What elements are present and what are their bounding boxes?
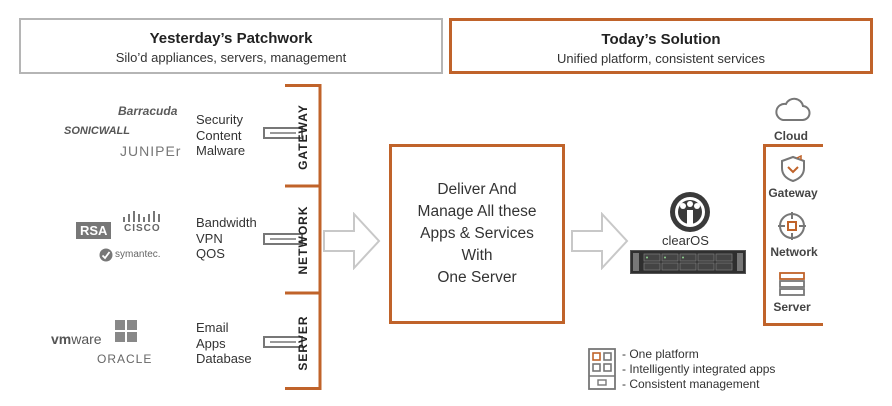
rsa-text: RSA [80,223,108,238]
gateway-services: Security Content Malware [196,112,245,159]
center-line: Deliver And [437,181,517,198]
symantec-logo: symantec. [115,249,161,260]
service-item: Security [196,112,243,127]
header-right-title: Today’s Solution [601,31,721,48]
network-icon [778,212,806,240]
service-item: QOS [196,246,225,261]
sonicwall-logo: SONICWALL [64,125,130,137]
symantec-text: symantec. [115,249,161,260]
vmware-logo: vmware [51,331,102,347]
platform-grid-icon [588,348,616,390]
header-left-box: Yesterday’s Patchwork Silo’d appliances,… [19,18,443,74]
service-item: Content [196,127,242,143]
group-label-network: NETWORK [296,205,310,275]
cisco-bars-icon [123,211,160,222]
gateway-label: Gateway [768,186,818,200]
network-label: Network [770,245,818,259]
group-label-gateway: GATEWAY [296,104,310,170]
barracuda-logo: Barracuda [118,104,177,118]
header-right-box: Today’s Solution Unified platform, consi… [449,18,873,74]
legend-item: - Consistent management [622,377,760,391]
center-line: With [461,247,493,264]
group-label-server: SERVER [296,315,310,371]
legend-item: - One platform [622,347,699,361]
brand-name: clearOS [662,233,709,248]
rsa-logo: RSA [76,222,112,239]
rack-server-icon [630,250,746,274]
center-line: Manage All these [417,203,537,220]
server-services: Email Apps Database [196,320,252,367]
server-port-icon [263,336,303,348]
oracle-logo: ORACLE [97,352,152,366]
legend-list: - One platform - Intelligently integrate… [622,347,775,392]
header-right-subtitle: Unified platform, consistent services [556,51,766,66]
clearos-logo-icon [670,192,710,232]
symantec-check-icon [99,248,113,262]
left-bracket [285,84,322,390]
cisco-text: CISCO [124,223,161,234]
gateway-port-icon [263,127,303,139]
arrow-right-2-icon [571,212,629,270]
center-message-box: Deliver And Manage All these Apps & Serv… [389,144,565,324]
server-stack-icon [779,272,805,296]
network-services: Bandwidth VPN QOS [196,215,257,262]
shield-icon [781,155,805,183]
vmware-vm-text: vm [51,331,72,347]
cloud-icon [775,97,811,121]
service-item: Bandwidth [196,215,257,230]
vmware-ware-text: ware [71,331,102,347]
service-item: Apps [196,335,226,351]
barracuda-text: Barracuda [118,104,178,118]
service-item: Malware [196,143,246,158]
center-line: Apps & Services [420,225,534,242]
sonicwall-text: SONICWALL [64,125,130,137]
juniper-logo: JUNIPEr [120,143,181,159]
header-left-subtitle: Silo’d appliances, servers, management [115,50,347,65]
oracle-text: ORACLE [97,352,153,366]
service-item: Database [196,351,252,366]
legend-item: - Intelligently integrated apps [622,362,776,376]
header-left-title: Yesterday’s Patchwork [149,30,313,47]
center-line: One Server [437,269,517,286]
service-item: VPN [196,230,223,246]
service-item: Email [196,320,229,335]
windows-server-icon [115,320,137,342]
cisco-logo: CISCO [124,223,161,234]
arrow-right-1-icon [323,212,381,270]
network-port-icon [263,233,303,245]
server-label: Server [773,300,811,314]
right-bracket [763,144,823,326]
juniper-text: JUNIPEr [120,143,182,159]
cloud-label: Cloud [774,129,808,143]
